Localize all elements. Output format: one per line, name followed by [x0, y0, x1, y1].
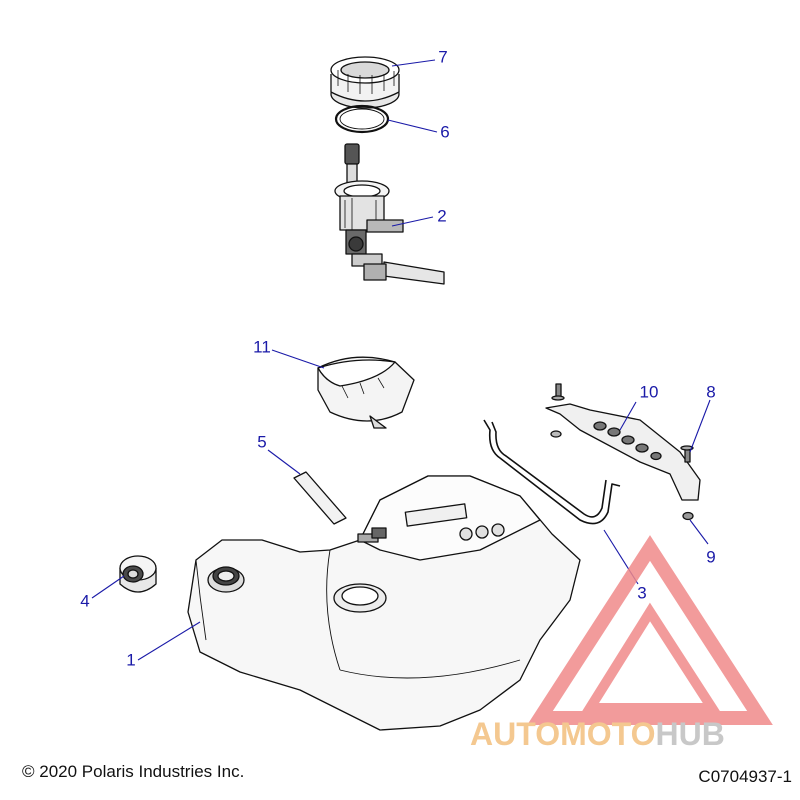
watermark-text-part2: HUB	[655, 716, 725, 752]
callout-6: 6	[440, 122, 450, 142]
watermark-text-part1: AUTOMOTO	[470, 716, 656, 752]
diagram-code: C0704937-1	[698, 767, 792, 786]
callout-1: 1	[126, 650, 136, 670]
callout-5: 5	[257, 432, 267, 452]
callout-10: 10	[639, 382, 659, 402]
heat-shield-bracket-part	[545, 383, 701, 501]
fuel-pump-part	[334, 143, 445, 285]
callout-4: 4	[80, 591, 90, 611]
watermark-logo	[527, 535, 773, 725]
pump-cover-part	[317, 356, 415, 429]
bolt-part	[680, 445, 694, 463]
fuel-cap-part	[119, 555, 157, 593]
fuel-tank-part	[187, 475, 581, 731]
callout-3: 3	[637, 583, 647, 603]
seal-ring-part	[334, 104, 390, 134]
callout-8: 8	[706, 382, 716, 402]
watermark-text: AUTOMOTOHUB	[470, 718, 725, 750]
callout-2: 2	[437, 206, 447, 226]
callout-9: 9	[706, 547, 716, 567]
copyright-text: © 2020 Polaris Industries Inc.	[22, 762, 245, 781]
tank-strap-part	[483, 419, 621, 525]
callout-11: 11	[253, 337, 271, 357]
callout-7: 7	[438, 47, 448, 67]
leader-lines	[91, 59, 711, 661]
lock-ring-part	[330, 56, 400, 109]
nut-part	[682, 511, 694, 521]
foam-pad-part	[293, 471, 347, 525]
